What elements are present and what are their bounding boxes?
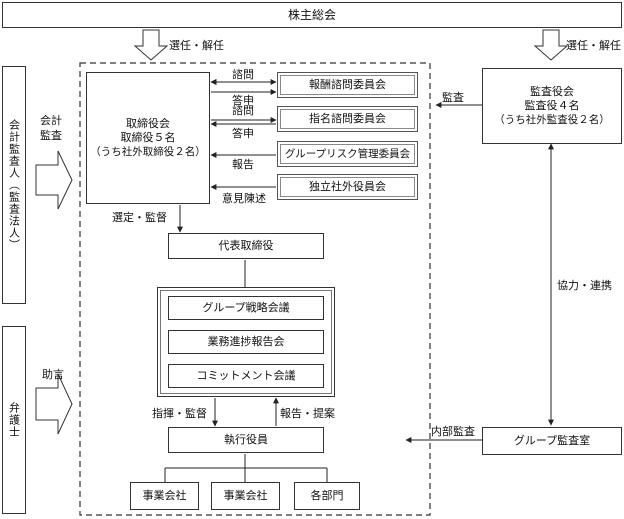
advice-arrow <box>35 373 73 435</box>
elect-label-left: 選任・解任 <box>169 39 224 52</box>
progress-meeting-label: 業務進捗報告会 <box>207 335 285 348</box>
representative-director-box: 代表取締役 <box>168 233 324 259</box>
departments-label: 各部門 <box>310 489 344 502</box>
progress-meeting-box: 業務進捗報告会 <box>168 330 324 354</box>
board-outside: （うち社外取締役２名） <box>90 146 206 158</box>
risk-committee-box: グループリスク管理委員会 <box>277 141 418 167</box>
nomination-committee-label: 指名諮問委員会 <box>309 112 386 125</box>
consult-label-1: 諮問 <box>232 68 254 81</box>
nomination-committee-box: 指名諮問委員会 <box>277 106 418 132</box>
accounting-auditor-box: 会計監査人（監査法人） <box>2 66 26 304</box>
operating-company-label-1: 事業会社 <box>142 489 187 502</box>
audit-board-box: 監査役会 監査役４名 （うち社外監査役２名） <box>482 68 622 144</box>
opinion-label: 意見陳述 <box>222 192 266 205</box>
command-label: 指揮・監督 <box>152 407 207 420</box>
board-title: 取締役会 <box>126 117 170 130</box>
board-count: 取締役５名 <box>120 131 176 144</box>
select-supervise-label: 選定・監督 <box>112 211 167 224</box>
shareholders-label: 株主総会 <box>287 8 336 22</box>
operating-company-box-1: 事業会社 <box>130 482 199 510</box>
internal-audit-label: 内部監査 <box>431 425 475 438</box>
risk-committee-label: グループリスク管理委員会 <box>284 148 411 160</box>
report-propose-label: 報告・提案 <box>280 407 335 420</box>
commitment-meeting-box: コミットメント会議 <box>168 364 324 388</box>
independent-directors-box: 独立社外役員会 <box>277 174 418 200</box>
audit-board-title: 監査役会 <box>530 85 574 98</box>
elect-label-right: 選任・解任 <box>566 39 621 52</box>
risk-report-label: 報告 <box>232 158 254 171</box>
lawyer-box: 弁護士 <box>2 326 26 514</box>
elect-arrow-right <box>533 29 569 61</box>
advice-label: 助言 <box>42 368 64 381</box>
report-label-1: 答申 <box>232 94 254 107</box>
group-audit-office-box: グループ監査室 <box>482 427 622 455</box>
independent-directors-label: 独立社外役員会 <box>309 180 386 193</box>
cooperation-label: 協力・連携 <box>557 279 612 292</box>
audit-board-outside: （うち社外監査役２名） <box>494 114 610 126</box>
operating-company-label-2: 事業会社 <box>223 489 268 502</box>
compensation-committee-box: 報酬諮問委員会 <box>277 72 418 98</box>
accounting-audit-label: 会計 監査 <box>40 114 62 142</box>
departments-box: 各部門 <box>294 482 360 510</box>
strategy-meeting-label: グループ戦略会議 <box>202 301 290 314</box>
lawyer-label: 弁護士 <box>7 402 21 438</box>
group-audit-office-label: グループ監査室 <box>513 434 591 447</box>
executive-officers-label: 執行役員 <box>224 433 268 446</box>
compensation-committee-label: 報酬諮問委員会 <box>309 78 386 91</box>
board-of-directors-box: 取締役会 取締役５名 （うち社外取締役２名） <box>86 72 210 204</box>
audit-board-count: 監査役４名 <box>524 99 580 112</box>
accounting-auditor-label: 会計監査人（監査法人） <box>7 119 21 251</box>
elect-arrow-left <box>133 29 169 61</box>
shareholders-meeting-box: 株主総会 <box>2 2 622 28</box>
accounting-audit-arrow <box>35 150 73 210</box>
consult-label-2: 諮問 <box>232 104 254 117</box>
company-boundary <box>79 62 431 516</box>
operating-company-box-2: 事業会社 <box>211 482 280 510</box>
representative-label: 代表取締役 <box>218 239 274 252</box>
commitment-meeting-label: コミットメント会議 <box>196 369 296 382</box>
executive-officers-box: 執行役員 <box>168 427 324 453</box>
strategy-meeting-box: グループ戦略会議 <box>168 296 324 320</box>
report-label-2: 答申 <box>232 127 254 140</box>
audit-label: 監査 <box>442 91 464 104</box>
